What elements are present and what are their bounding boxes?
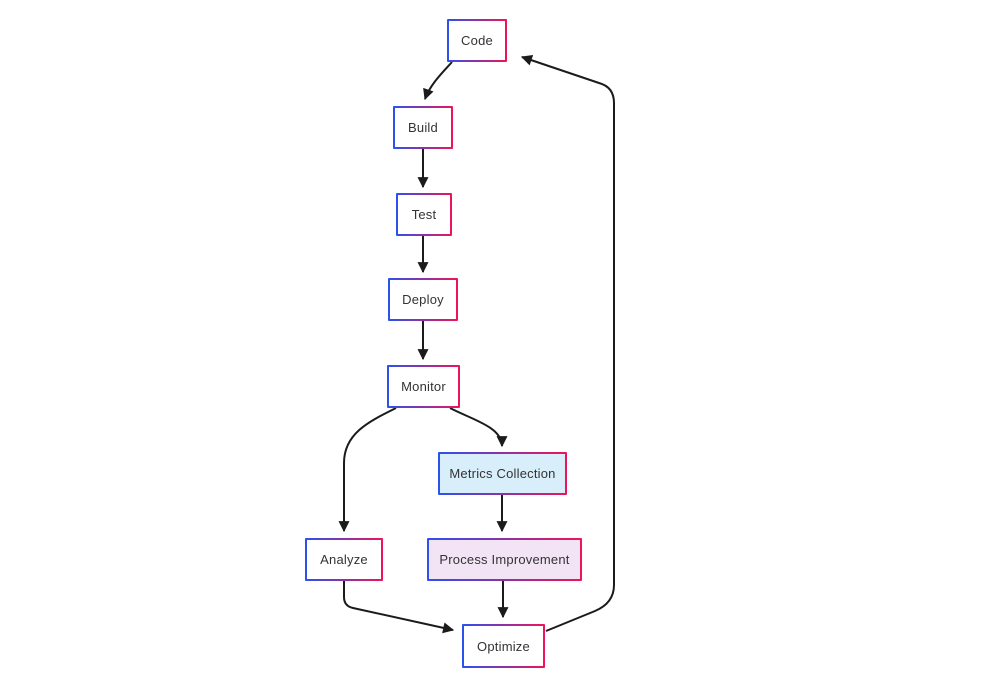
node-deploy: Deploy: [388, 278, 458, 321]
node-optimize-label: Optimize: [477, 638, 530, 654]
node-analyze-label: Analyze: [320, 552, 368, 567]
node-code: Code: [447, 19, 507, 62]
node-metrics-collection-label: Metrics Collection: [449, 466, 556, 481]
node-build-label: Build: [408, 120, 438, 135]
node-build: Build: [393, 106, 453, 149]
node-monitor-label: Monitor: [401, 379, 446, 394]
node-deploy-label: Deploy: [402, 292, 444, 307]
edge-analyze-optimize: [343, 581, 455, 634]
node-code-label: Code: [461, 33, 493, 48]
node-monitor: Monitor: [387, 365, 460, 408]
node-metrics-collection: Metrics Collection: [438, 452, 567, 495]
edge-monitor-analyze: [338, 407, 397, 533]
node-test: Test: [396, 193, 452, 236]
node-process-improvement-label: Process Improvement: [439, 552, 570, 567]
node-process-improvement: Process Improvement: [427, 538, 582, 581]
node-optimize: Optimize: [462, 624, 545, 668]
edge-optimize-code: [520, 54, 615, 632]
node-analyze: Analyze: [305, 538, 383, 581]
edge-code-build: [423, 61, 453, 101]
node-test-label: Test: [411, 207, 437, 222]
edge-monitor-metrics-collection: [449, 407, 508, 448]
